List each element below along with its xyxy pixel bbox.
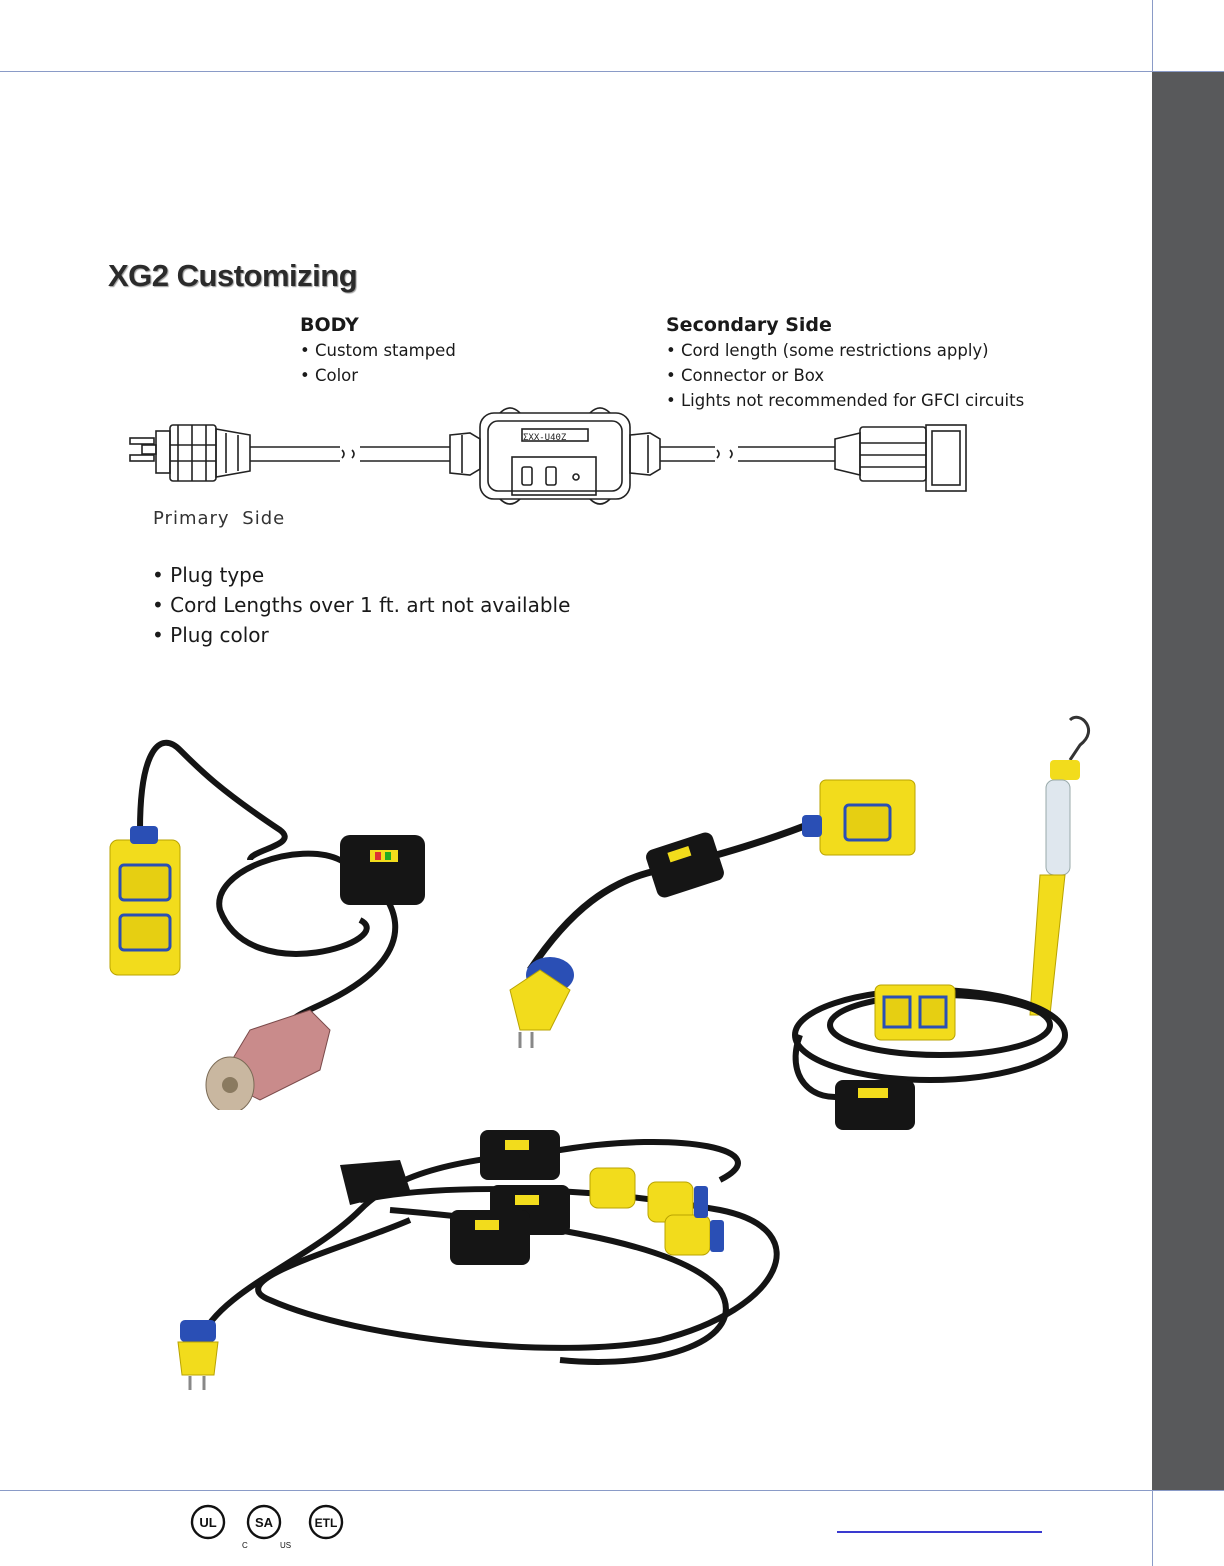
csa-us-text: US (280, 1541, 291, 1550)
primary-item: Plug type (152, 560, 570, 590)
secondary-item: Lights not recommended for GFCI circuits (666, 388, 1024, 413)
footer-link[interactable] (837, 1531, 1042, 1533)
primary-plug-icon (155, 424, 251, 482)
secondary-heading: Secondary Side (666, 314, 832, 336)
product-photo-hand-lamp (792, 715, 1091, 1130)
product-photo-inline-gfci (509, 779, 916, 1048)
body-item: Color (300, 363, 456, 388)
etl-text: ETL (315, 1516, 338, 1530)
side-tab-bar (1152, 72, 1224, 1490)
primary-side-label: Primary Side (153, 508, 286, 529)
primary-item: Plug color (152, 620, 570, 650)
top-rule (0, 71, 1224, 72)
csa-c-text: C (242, 1541, 248, 1550)
secondary-connector-icon (834, 424, 967, 492)
bottom-rule (0, 1490, 1224, 1491)
connector-ends-icon (589, 1167, 724, 1256)
twist-lock-plug-icon (509, 957, 574, 1048)
etl-mark-icon (308, 1504, 344, 1540)
secondary-block: Secondary Side Cord length (some restric… (666, 314, 1024, 413)
csa-text: SA (255, 1515, 274, 1530)
body-item: Custom stamped (300, 338, 456, 363)
plug-prongs-icon (129, 437, 157, 462)
product-photo-dual-box-assembly (109, 739, 425, 1110)
csa-mark-icon (246, 1504, 282, 1540)
secondary-item: Cord length (some restrictions apply) (666, 338, 1024, 363)
product-photo-triple-splitter (177, 1130, 780, 1390)
certification-marks: UL SA ETL C US (190, 1504, 344, 1550)
ul-mark-icon (190, 1504, 226, 1540)
page-title: XG2 Customizing (108, 258, 358, 293)
primary-side-list: Plug type Cord Lengths over 1 ft. art no… (152, 560, 570, 650)
body-block: BODY Custom stamped Color (300, 314, 456, 388)
right-rule-bottom (1152, 1490, 1153, 1566)
cord-diagram: ΣXX-U40Z (129, 407, 967, 505)
secondary-item: Connector or Box (666, 363, 1024, 388)
primary-item: Cord Lengths over 1 ft. art not availabl… (152, 590, 570, 620)
explosion-proof-plug-icon (205, 1009, 331, 1110)
right-rule-top (1152, 0, 1153, 72)
body-heading: BODY (300, 314, 359, 336)
ul-text: UL (199, 1515, 216, 1530)
hand-lamp-icon (1029, 760, 1080, 1016)
yellow-plug-icon (177, 1320, 219, 1390)
gfci-body-icon (449, 407, 661, 505)
device-stamp: ΣXX-U40Z (523, 433, 567, 443)
